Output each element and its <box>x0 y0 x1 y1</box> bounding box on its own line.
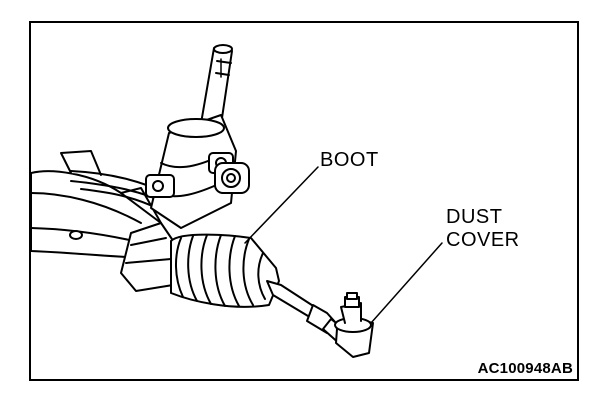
boot <box>170 233 280 308</box>
diagram-frame: BOOT DUST COVER AC100948AB <box>29 21 579 381</box>
rack-housing <box>31 150 162 259</box>
dust-cover-label-line2: COVER <box>446 229 520 251</box>
dust-cover-label-line1: DUST <box>446 206 503 228</box>
valve-body <box>145 114 250 229</box>
boot-label: BOOT <box>320 149 379 171</box>
boot-leader-line <box>244 166 319 244</box>
pinion-shaft <box>198 44 233 139</box>
leader-lines <box>244 166 443 324</box>
tie-rod-end <box>334 292 374 358</box>
steering-rack-illustration <box>31 44 443 358</box>
figure-code: AC100948AB <box>477 360 573 377</box>
dust-cover-leader-line <box>370 242 443 324</box>
